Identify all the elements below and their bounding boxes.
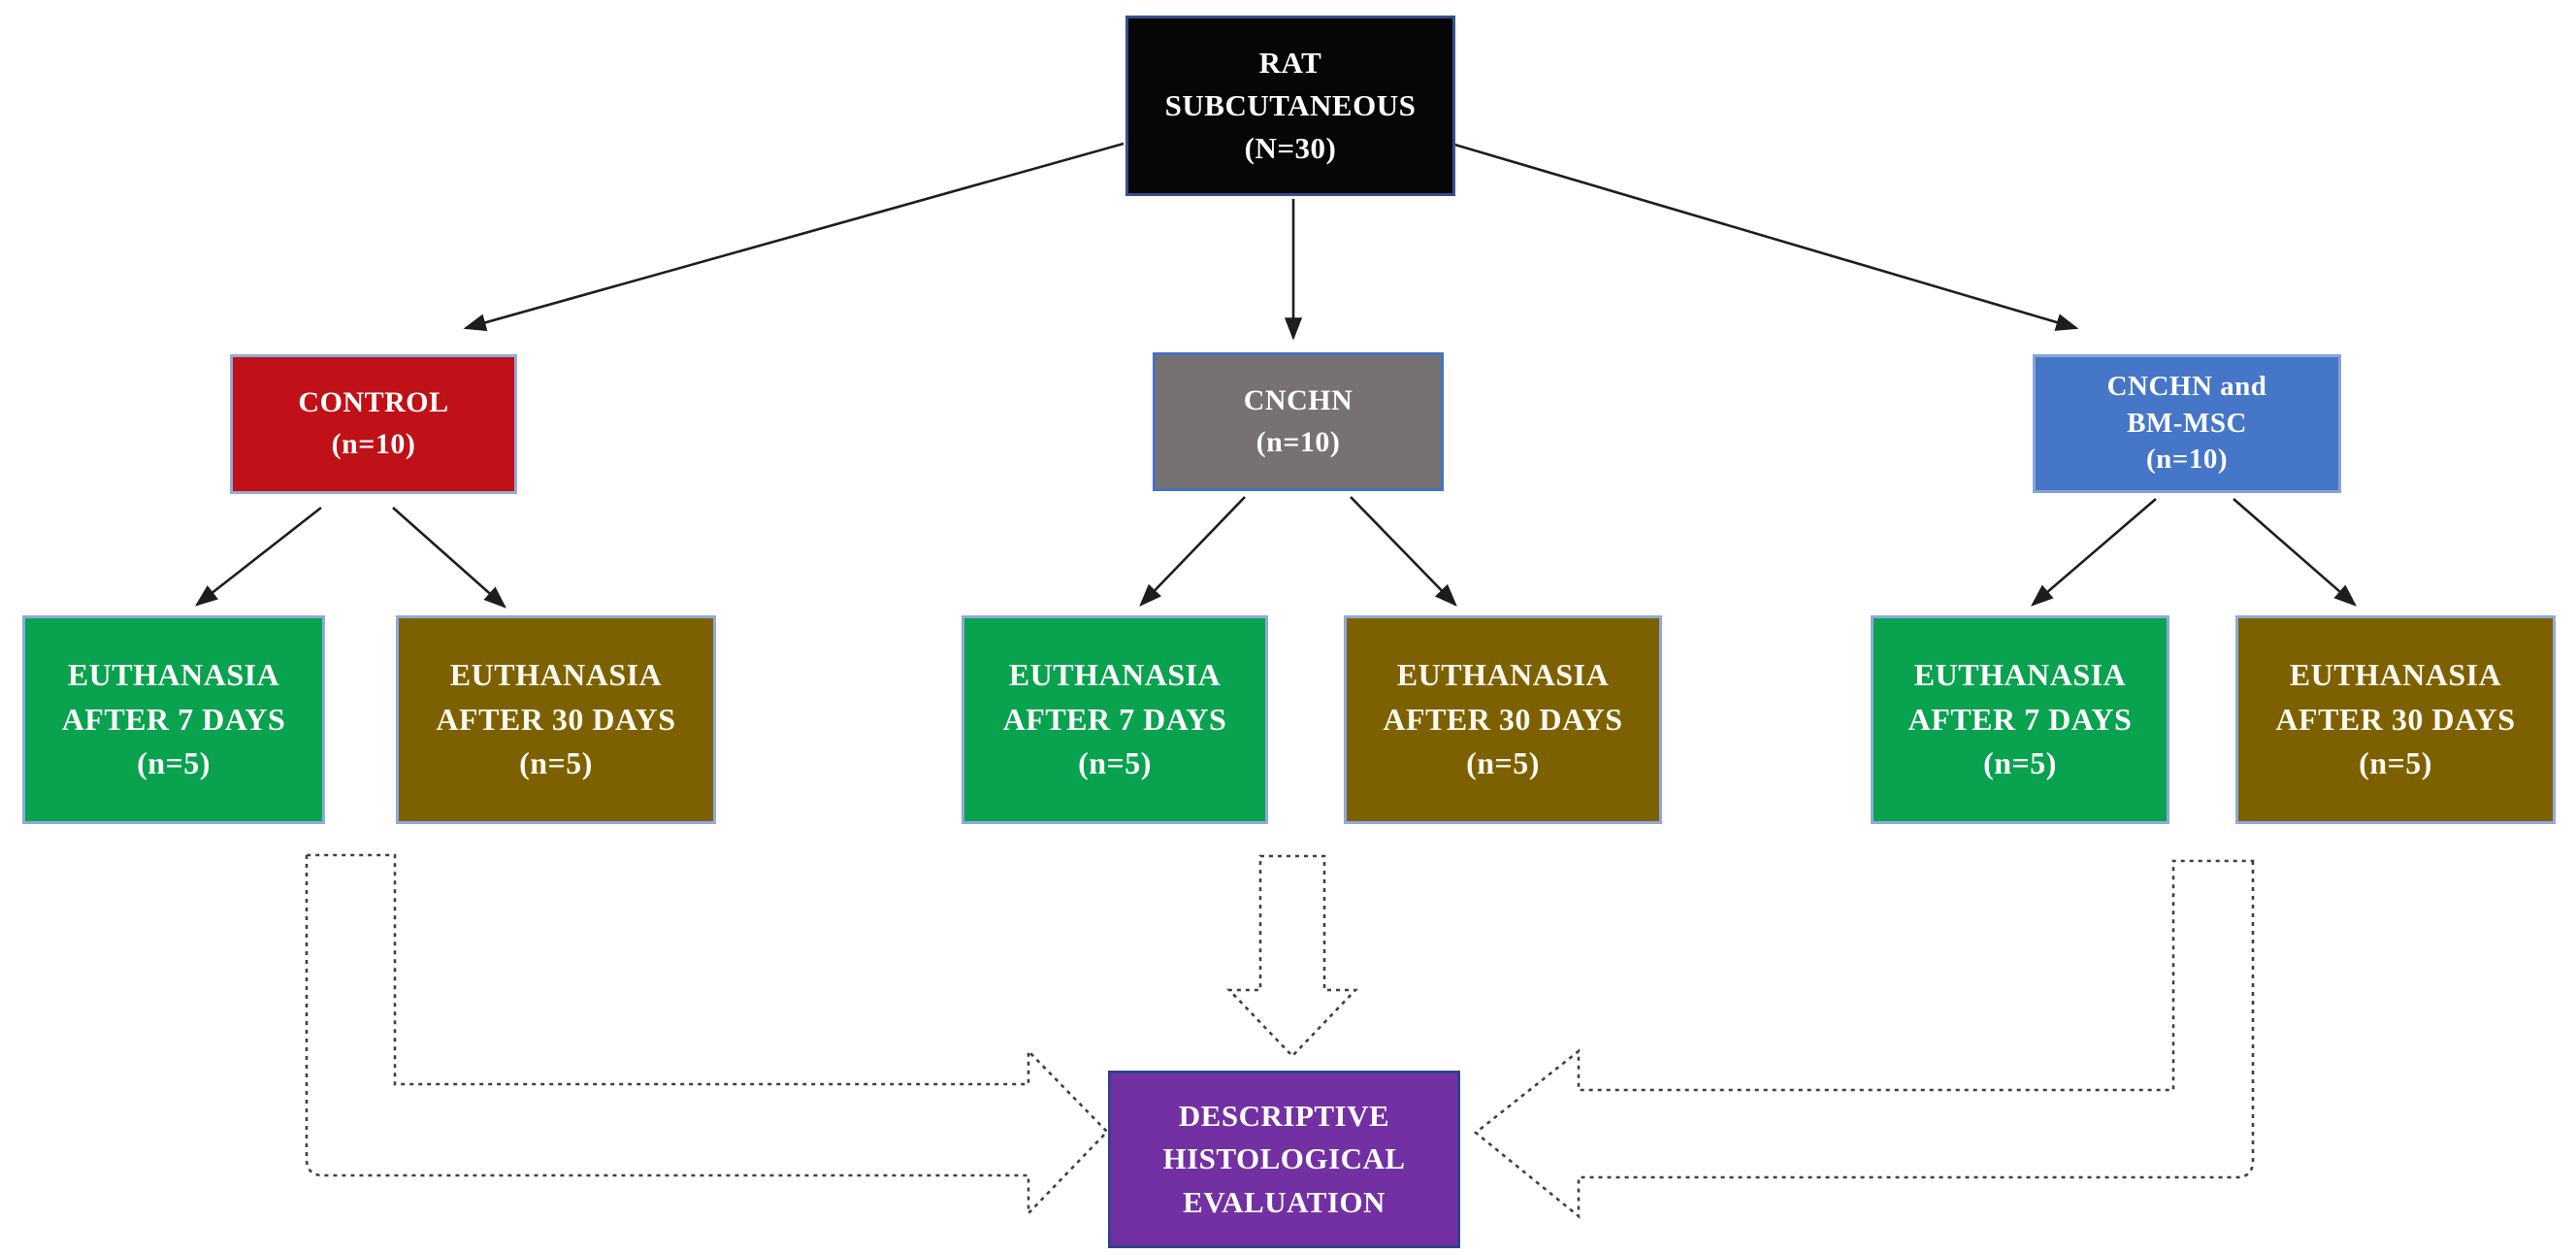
arrow-cnchn-bmmsc-to-7d: [2031, 498, 2157, 607]
node-control-label: CONTROL (n=10): [298, 386, 449, 460]
node-cnchn-euthanasia-30d-label: EUTHANASIA AFTER 30 DAYS (n=5): [1383, 657, 1623, 781]
dashed-arrow-center-group-to-evaluation: [1225, 854, 1359, 1058]
node-control-euthanasia-7d: EUTHANASIA AFTER 7 DAYS (n=5): [22, 615, 325, 824]
node-cnchn-bmmsc-label: CNCHN and BM-MSC (n=10): [2106, 370, 2267, 476]
node-rat-subcutaneous: RAT SUBCUTANEOUS (N=30): [1125, 16, 1455, 196]
node-cnchn-bmmsc: CNCHN and BM-MSC (n=10): [2033, 354, 2341, 493]
node-cnchn: CNCHN (n=10): [1153, 352, 1444, 491]
node-control: CONTROL (n=10): [230, 354, 517, 494]
dashed-arrow-left-group-to-evaluation: [305, 853, 1109, 1217]
arrow-cnchn-to-30d: [1350, 496, 1457, 607]
node-cnchn-euthanasia-7d: EUTHANASIA AFTER 7 DAYS (n=5): [962, 615, 1268, 824]
arrow-root-to-control: [463, 142, 1125, 332]
node-rat-subcutaneous-label: RAT SUBCUTANEOUS (N=30): [1164, 45, 1417, 165]
node-descriptive-histological-evaluation-label: DESCRIPTIVE HISTOLOGICAL EVALUATION: [1162, 1099, 1406, 1219]
arrow-control-to-7d: [194, 506, 322, 607]
node-control-euthanasia-7d-label: EUTHANASIA AFTER 7 DAYS (n=5): [61, 657, 286, 781]
node-cnchn-bmmsc-euthanasia-7d-label: EUTHANASIA AFTER 7 DAYS (n=5): [1908, 657, 2133, 781]
node-cnchn-bmmsc-euthanasia-30d: EUTHANASIA AFTER 30 DAYS (n=5): [2235, 615, 2556, 824]
node-cnchn-euthanasia-30d: EUTHANASIA AFTER 30 DAYS (n=5): [1344, 615, 1662, 824]
node-control-euthanasia-30d: EUTHANASIA AFTER 30 DAYS (n=5): [396, 615, 716, 824]
dashed-arrow-right-group-to-evaluation: [1473, 859, 2255, 1219]
node-cnchn-bmmsc-euthanasia-7d: EUTHANASIA AFTER 7 DAYS (n=5): [1871, 615, 2169, 824]
arrow-control-to-30d: [392, 507, 506, 609]
arrow-cnchn-to-7d: [1139, 496, 1246, 607]
node-descriptive-histological-evaluation: DESCRIPTIVE HISTOLOGICAL EVALUATION: [1108, 1071, 1460, 1248]
arrow-cnchn-bmmsc-to-30d: [2233, 498, 2357, 607]
node-control-euthanasia-30d-label: EUTHANASIA AFTER 30 DAYS (n=5): [436, 657, 676, 781]
node-cnchn-euthanasia-7d-label: EUTHANASIA AFTER 7 DAYS (n=5): [1002, 657, 1227, 781]
arrow-root-to-cnchn-bmmsc: [1451, 142, 2079, 331]
node-cnchn-label: CNCHN (n=10): [1243, 383, 1353, 458]
node-cnchn-bmmsc-euthanasia-30d-label: EUTHANASIA AFTER 30 DAYS (n=5): [2275, 657, 2516, 781]
